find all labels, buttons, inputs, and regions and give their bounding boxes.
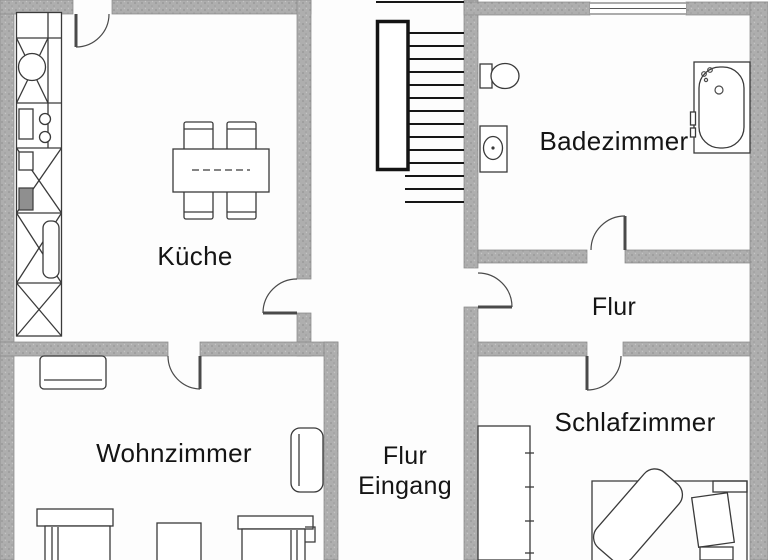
stair-treads	[405, 32, 464, 203]
wall-kitchen-living-left	[0, 341, 169, 357]
room-label-kueche: Küche	[157, 241, 233, 271]
nightstand-lower	[699, 546, 734, 560]
side-table	[156, 522, 202, 560]
wall-bath-flur-right	[624, 249, 751, 264]
nightstand	[690, 492, 736, 548]
chair	[183, 185, 214, 220]
dining-set	[172, 121, 270, 220]
wall-exterior-left	[0, 0, 15, 560]
chair	[226, 185, 257, 220]
door-schlafzimmer	[585, 355, 622, 391]
sofa-chair-left	[36, 508, 114, 560]
wall-kitchen-right-upper	[296, 0, 312, 280]
wall-top-kitchen-right	[111, 0, 312, 15]
door-kitchen-living	[167, 355, 202, 390]
room-label-flur-eingang-line1: Flur	[382, 442, 428, 470]
kitchen-counter	[15, 11, 63, 337]
room-label-flur-eingang-line2: Eingang	[358, 472, 452, 500]
wall-kitchen-living-right	[199, 341, 339, 357]
bed	[591, 468, 748, 560]
wall-bath-top-left	[463, 1, 591, 16]
room-label-schlafzimmer: Schlafzimmer	[554, 407, 716, 437]
room-label-flur: Flur	[591, 293, 637, 321]
wall-living-hall	[323, 341, 339, 560]
room-label-badezimmer: Badezimmer	[539, 126, 689, 156]
sofa-chair-right	[237, 515, 316, 560]
stove	[18, 108, 52, 144]
sideboard	[39, 355, 107, 390]
kitchen-sink	[17, 52, 47, 82]
mattress	[592, 468, 684, 560]
bathtub	[689, 61, 751, 154]
wardrobe	[477, 425, 534, 560]
staircase	[375, 1, 464, 203]
window-badezimmer	[590, 2, 686, 15]
door-kitchen-top	[74, 13, 110, 48]
wall-exterior-right	[749, 1, 768, 560]
wall-flur-bedroom-left	[477, 341, 588, 357]
counter-appliance	[18, 187, 34, 211]
door-hall-flur	[477, 272, 513, 309]
worktop-board	[42, 220, 60, 279]
armchair	[290, 427, 324, 493]
wall-middle-upper	[463, 0, 479, 269]
wall-flur-bedroom-right	[622, 341, 751, 357]
door-badezimmer	[590, 215, 627, 251]
wall-middle-lower	[463, 306, 479, 560]
stair-railing	[375, 19, 410, 172]
washbasin	[479, 125, 508, 173]
door-kitchen-hall	[262, 278, 298, 315]
room-label-wohnzimmer: Wohnzimmer	[96, 438, 252, 468]
toilet	[479, 62, 520, 90]
room-label-flur-eingang: Flur Eingang	[345, 441, 465, 501]
wall-bath-flur-left	[477, 249, 588, 264]
